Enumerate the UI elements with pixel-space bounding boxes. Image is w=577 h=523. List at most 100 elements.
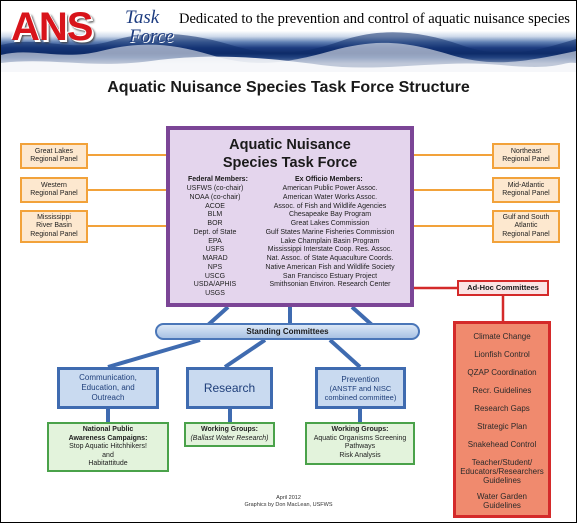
federal-member: USFWS (co-chair) [186,185,244,192]
awareness-campaigns-box[interactable]: National Public Awareness Campaigns: Sto… [47,422,169,472]
footer-credit: April 2012 Graphics by Don MacLean, USFW… [0,495,577,509]
ex-officio-member: American Public Power Assoc. [282,185,378,192]
footer-date: April 2012 [276,495,301,501]
panel-label: Northeast [510,147,542,155]
federal-member: NPS [207,263,223,271]
panel-label: Western [41,181,67,189]
committee-label: Prevention [341,374,380,384]
federal-member: USDA/APHIS [193,281,237,289]
wave-graphic [1,32,576,72]
task-force-logo-text: Task Force [125,8,185,46]
committee-label: (ANSTF and NISC [329,383,392,393]
research-working-groups-box[interactable]: Working Groups: (Ballast Water Research) [184,422,275,447]
adhoc-committee-item[interactable]: Research Gaps [456,404,548,413]
committee-research[interactable]: Research [186,367,273,409]
adhoc-committee-label: Snakehead Control [467,440,537,449]
adhoc-committee-item[interactable]: Recr. Guidelines [456,386,548,395]
committee-label: combined committee) [324,392,397,402]
adhoc-committee-label: QZAP Coordination [467,368,537,377]
ex-officio-member: Gulf States Marine Fisheries Commission [265,228,395,236]
tagline: Dedicated to the prevention and control … [179,11,570,27]
federal-member: EPA [208,237,222,245]
ex-officio-member: Great Lakes Commission [290,220,370,227]
ex-officio-member: Mississippi Interstate Coop. Res. Assoc. [267,246,393,254]
committee-label: Outreach [91,393,125,402]
adhoc-committee-label: Research Gaps [474,404,530,413]
adhoc-committee-label: Guidelines [483,476,521,485]
page-title: Aquatic Nuisance Species Task Force Stru… [107,79,470,96]
adhoc-committee-item[interactable]: Strategic Plan [456,422,548,431]
group-item: Risk Analysis [339,451,381,459]
group-item: Aquatic Organisms Screening [313,434,407,442]
panel-label: Regional Panel [502,156,550,163]
adhoc-committee-label: Educators/Researchers [460,467,544,476]
panel-label: Regional Panel [30,190,78,197]
task-force-title: Aquatic Nuisance Species Task Force [170,136,410,172]
federal-member: USFS [205,246,225,254]
ex-officio-member: Native American Fish and Wildlife Societ… [265,263,395,271]
group-heading: Awareness Campaigns: [68,434,148,442]
adhoc-committee-label: Water Garden [477,492,527,501]
group-heading: National Public [82,426,134,433]
title-line: Aquatic Nuisance [229,137,351,153]
group-item: and [102,451,114,459]
panel-label: River Basin [36,222,72,230]
group-item: Pathways [344,443,376,450]
footer-credit-line: Graphics by Don MacLean, USFWS [244,502,333,508]
panel-label: Great Lakes [34,147,74,155]
federal-member: USCG [204,272,226,280]
group-heading: Working Groups: [200,426,259,433]
task-force-box[interactable]: Aquatic Nuisance Species Task Force Fede… [166,126,414,307]
federal-member: BLM [207,211,223,219]
logo-task: Task [125,7,160,28]
adhoc-committee-item[interactable]: Snakehead Control [456,440,548,449]
ex-officio-member: San Francisco Estuary Project [282,272,378,280]
ans-logo[interactable]: ANS [11,5,93,49]
panel-label: Mid-Atlantic [507,181,545,189]
adhoc-committee-item[interactable]: Lionfish Control [456,350,548,359]
logo-force: Force [129,26,174,47]
adhoc-committee-label: Teacher/Student/ [471,458,533,467]
adhoc-committee-label: Recr. Guidelines [472,386,532,395]
prevention-working-groups-box[interactable]: Working Groups: Aquatic Organisms Screen… [305,422,415,465]
adhoc-committee-label: Lionfish Control [474,350,530,359]
panel-label: Regional Panel [30,156,78,163]
panel-label: Mississippi [37,213,71,221]
title-line: Species Task Force [222,155,358,171]
standing-committees-bar[interactable]: Standing Committees [155,323,420,340]
adhoc-committee-item[interactable]: QZAP Coordination [456,368,548,377]
group-item: (Ballast Water Research) [190,434,269,442]
committee-label: Communication, [79,373,137,382]
ex-officio-member: Lake Champlain Basin Program [280,237,380,245]
ex-officio-member: Chesapeake Bay Program [288,211,372,219]
panel-label: Gulf and South [502,213,550,221]
federal-member: NOAA (co-chair) [189,193,241,201]
federal-member: USGS [205,290,225,297]
panel-label: Regional Panel [502,190,550,197]
adhoc-committee-item[interactable]: Climate Change [456,332,548,341]
ex-officio-members-list: American Public Power Assoc.American Wat… [252,185,408,290]
ex-officio-member: Smithsonian Environ. Research Center [269,281,391,289]
federal-member: BOR [207,220,223,227]
ex-officio-member: Nat. Assoc. of State Aquaculture Coords. [266,255,394,262]
panel-label: Regional Panel [502,230,550,238]
ex-officio-member: American Water Works Assoc. [282,193,378,201]
federal-members-heading: Federal Members: [188,176,248,183]
panel-label: Regional Panel [30,230,78,238]
adhoc-committees-label[interactable]: Ad-Hoc Committees [457,280,549,296]
header-banner: ANS Task Force Dedicated to the preventi… [1,1,576,72]
federal-member: MARAD [202,255,228,262]
